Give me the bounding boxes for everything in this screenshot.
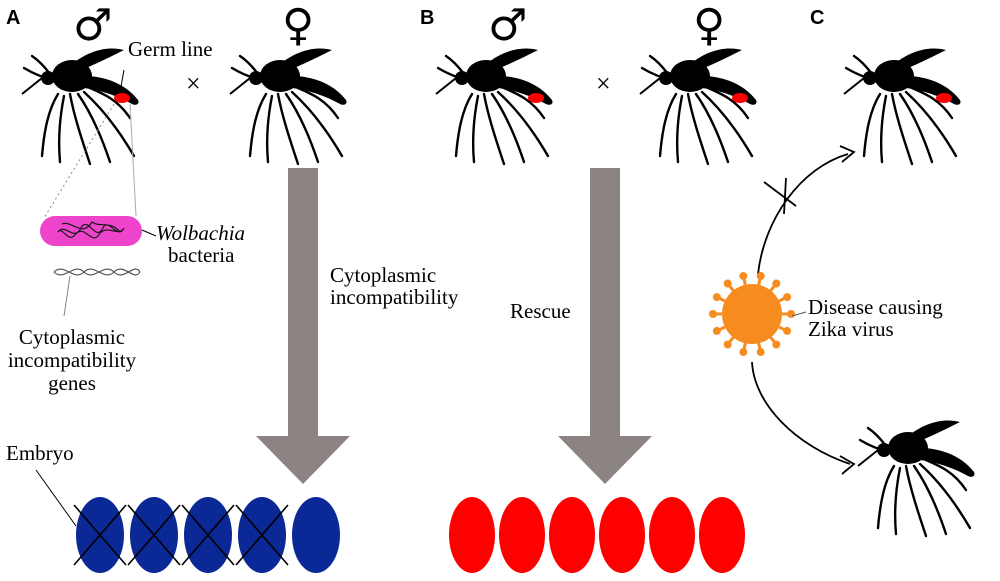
bacteria-label: bacteria — [168, 243, 235, 267]
female-symbol: ♀ — [693, 0, 725, 51]
female-symbol: ♀ — [282, 0, 314, 51]
virus-label-2: Zika virus — [808, 317, 894, 341]
virus-label-1: Disease causing — [808, 295, 943, 319]
block-mark — [783, 177, 787, 215]
mosquito-female-uninfected — [228, 47, 348, 166]
wolbachia-pointer — [141, 229, 157, 237]
rescue-label: Rescue — [510, 299, 571, 323]
germ-line-marker — [114, 93, 130, 103]
ci-arrow-label-2: incompatibility — [330, 285, 459, 309]
arrowhead — [839, 455, 856, 475]
mosquito-male-infected — [20, 47, 140, 166]
cross-symbol: × — [186, 69, 201, 98]
virus-pointer — [791, 311, 807, 317]
cross-symbol: × — [596, 69, 611, 98]
embryo-label: Embryo — [6, 441, 74, 465]
ci-genes-label-1: Cytoplasmic — [19, 325, 125, 349]
embryo-pointer — [35, 469, 77, 527]
embryo — [181, 497, 235, 573]
panel-label-b: B — [420, 7, 434, 29]
ci-genes-label-3: genes — [48, 371, 96, 395]
genes-pointer — [63, 275, 71, 317]
ci-genes-label-2: incompatibility — [8, 348, 137, 372]
germ-line-marker — [936, 93, 952, 103]
male-symbol: ♂ — [73, 0, 112, 51]
embryo — [649, 497, 695, 573]
ci-arrow-label-1: Cytoplasmic — [330, 263, 436, 287]
wolbachia-bacterium — [40, 216, 142, 246]
rescue-arrow — [558, 168, 652, 484]
germ-line-pointer — [119, 69, 125, 93]
embryo — [599, 497, 645, 573]
panel-label-a: A — [6, 7, 20, 29]
embryo — [499, 497, 545, 573]
embryo — [235, 497, 289, 573]
embryos-rescued — [449, 497, 745, 573]
block-mark — [763, 181, 797, 207]
mosquito-male-infected — [434, 47, 554, 166]
germ-line-label: Germ line — [128, 37, 213, 61]
embryo — [292, 497, 340, 573]
embryos-incompatible — [73, 497, 340, 573]
wolbachia-label: Wolbachia — [156, 221, 245, 245]
germ-line-marker — [528, 93, 544, 103]
transmission-arrow — [751, 361, 851, 465]
embryo — [73, 497, 127, 573]
embryo — [549, 497, 595, 573]
embryo — [699, 497, 745, 573]
embryo — [127, 497, 181, 573]
arrowhead — [839, 145, 856, 163]
mosquito-infected-c — [842, 47, 962, 166]
mosquito-female-infected — [638, 47, 758, 166]
zika-virus-icon — [709, 271, 795, 357]
zoom-line — [129, 103, 137, 217]
dna-icon — [53, 268, 141, 276]
male-symbol: ♂ — [488, 0, 527, 51]
mosquito-infected-c-bottom — [856, 419, 976, 538]
ci-arrow — [256, 168, 350, 484]
blocked-transmission-arrow — [757, 153, 849, 275]
panel-label-c: C — [810, 7, 824, 29]
zoom-line — [43, 103, 115, 219]
germ-line-marker — [732, 93, 748, 103]
embryo — [449, 497, 495, 573]
